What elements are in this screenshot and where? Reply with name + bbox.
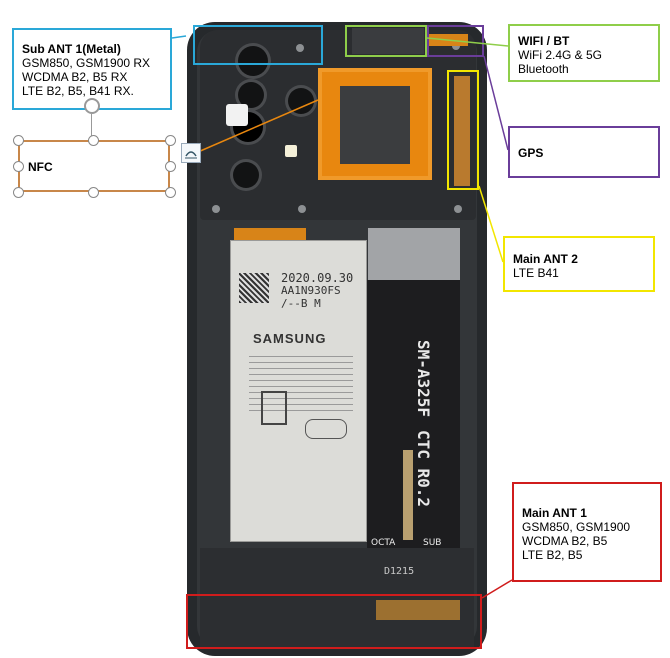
- battery: 2020.09.30 AA1N930FS /--B M SAMSUNG: [230, 240, 367, 542]
- camera-lens: [238, 46, 268, 76]
- screw: [296, 44, 304, 52]
- battery-connector-strip: [234, 228, 306, 240]
- main-ant1-line-1: GSM850, GSM1900: [522, 520, 631, 534]
- sub-ant1-line-2: WCDMA B2, B5 RX: [22, 70, 128, 84]
- selection-handle[interactable]: [13, 161, 24, 172]
- sub-ant1-line-3: LTE B2, B5, B41 RX.: [22, 84, 134, 98]
- camera-lens: [238, 82, 264, 108]
- gps-leader: [483, 55, 509, 151]
- nfc-leader: [197, 99, 319, 153]
- camera-lens: [288, 88, 314, 114]
- main-ant2-highlight: [447, 70, 479, 190]
- flex-octa-label: OCTA: [371, 538, 396, 548]
- main-ant2-title: Main ANT 2: [513, 252, 578, 266]
- recycle-bin-icon: [261, 391, 287, 425]
- lower-chassis: [200, 548, 474, 648]
- sub-ant1-line-1: GSM850, GSM1900 RX: [22, 56, 151, 70]
- nfc-highlight: [318, 68, 432, 180]
- nfc-callout[interactable]: NFC: [18, 140, 170, 192]
- selection-handle[interactable]: [165, 135, 176, 146]
- main-ant1-highlight: [186, 594, 482, 649]
- main-ant2-line-1: LTE B41: [513, 266, 559, 280]
- wifi-bt-line-1: WiFi 2.4G & 5G: [518, 48, 603, 62]
- layout-options-icon[interactable]: [181, 143, 201, 163]
- screw: [212, 205, 220, 213]
- wifi-bt-line-2: Bluetooth: [518, 62, 569, 76]
- selection-handle[interactable]: [165, 161, 176, 172]
- wifi-antenna-element: [352, 28, 424, 54]
- coil-center: [340, 86, 410, 164]
- main-ant2-leader: [478, 185, 504, 263]
- selection-handle[interactable]: [88, 187, 99, 198]
- main-ant1-flex-strip: [376, 600, 460, 620]
- sensor-window: [226, 104, 248, 126]
- part-label: D1215: [384, 566, 415, 577]
- main-ant1-line-2: WCDMA B2, B5: [522, 534, 608, 548]
- main-flex-cable: SM-A325F CTC R0.2 OCTA SUB: [367, 280, 460, 548]
- nfc-title: NFC: [28, 160, 53, 174]
- gps-highlight: [427, 25, 484, 57]
- selection-handle[interactable]: [88, 135, 99, 146]
- screw: [454, 205, 462, 213]
- camera-lens: [233, 162, 259, 188]
- selection-handle[interactable]: [13, 187, 24, 198]
- screw: [452, 42, 460, 50]
- wifi-bt-callout: WIFI / BT WiFi 2.4G & 5G Bluetooth: [508, 24, 660, 82]
- sub-ant1-highlight: [193, 25, 323, 65]
- flex-sub-label: SUB: [423, 538, 442, 548]
- rotate-handle-stem: [91, 114, 92, 140]
- selection-handle[interactable]: [13, 135, 24, 146]
- sub-ant1-callout: Sub ANT 1(Metal) GSM850, GSM1900 RX WCDM…: [12, 28, 172, 110]
- battery-code2: /--B M: [281, 297, 321, 310]
- main-ant2-callout: Main ANT 2 LTE B41: [503, 236, 655, 292]
- gps-title: GPS: [518, 146, 544, 160]
- sub-ant1-leader: [171, 35, 187, 39]
- battery-code: AA1N930FS: [281, 284, 341, 297]
- battery-fine-print: [249, 351, 353, 411]
- wifi-bt-title: WIFI / BT: [518, 34, 570, 48]
- rotate-handle-icon[interactable]: [84, 98, 100, 114]
- wifi-bt-leader: [426, 37, 509, 47]
- main-ant1-leader: [481, 579, 513, 599]
- selection-handle[interactable]: [165, 187, 176, 198]
- wifi-bt-highlight: [345, 25, 427, 57]
- cert-marks-icon: [305, 419, 347, 439]
- main-ant1-callout: Main ANT 1 GSM850, GSM1900 WCDMA B2, B5 …: [512, 482, 662, 582]
- main-ant1-title: Main ANT 1: [522, 506, 587, 520]
- main-ant1-line-3: LTE B2, B5: [522, 548, 583, 562]
- flex-strip: [403, 450, 413, 540]
- nfc-coil: [320, 70, 430, 178]
- gps-flex-strip: [454, 76, 470, 186]
- flash-led: [285, 145, 297, 157]
- battery-date: 2020.09.30: [281, 271, 354, 285]
- screw: [298, 205, 306, 213]
- battery-brand: SAMSUNG: [253, 331, 327, 346]
- battery-qr: [239, 273, 269, 303]
- gps-callout: GPS: [508, 126, 660, 178]
- sub-ant1-title: Sub ANT 1(Metal): [22, 42, 121, 56]
